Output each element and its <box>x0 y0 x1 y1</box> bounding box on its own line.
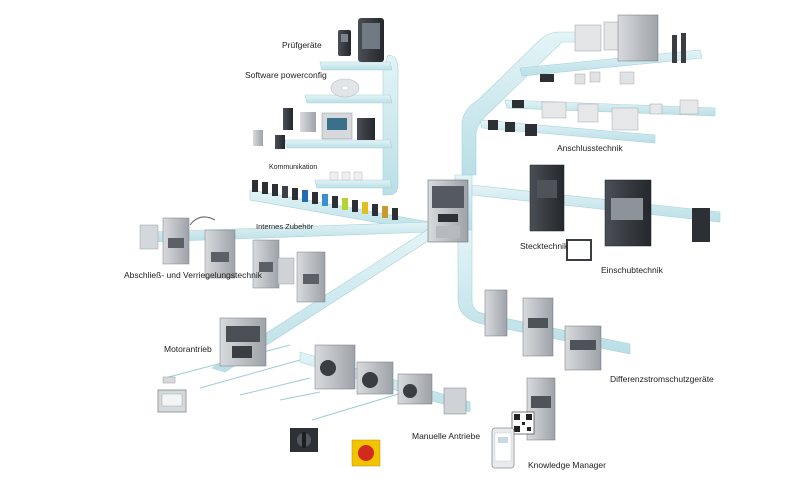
label-stecktechnik: Stecktechnik <box>520 241 569 251</box>
motorantrieb-device[interactable] <box>219 317 267 367</box>
label-manuelle-antriebe: Manuelle Antriebe <box>412 431 481 441</box>
rail-right-horizontal <box>471 184 721 223</box>
label-internes-zubehoer: Internes Zubehör <box>256 222 314 231</box>
rail-shelf-software <box>304 94 393 104</box>
label-differenzstrom: Differenzstromschutzgeräte <box>610 374 714 384</box>
smartphone-icon[interactable] <box>491 427 515 469</box>
label-abschliess: Abschließ- und Verriegelungstechnik <box>124 270 262 280</box>
kommunikation-modules[interactable] <box>253 108 375 181</box>
qr-code <box>511 411 535 435</box>
rail-left-vertical <box>382 54 399 196</box>
label-pruefgeraete: Prüfgeräte <box>282 40 322 50</box>
right-end-plate <box>692 208 710 242</box>
pruefgeraete-devices[interactable] <box>338 18 384 62</box>
differenzstrom-devices[interactable] <box>484 289 602 371</box>
label-software: Software powerconfig <box>245 70 327 80</box>
central-circuit-breaker[interactable] <box>427 179 469 243</box>
small-terminal <box>162 376 176 384</box>
rail-shelf-kommunikation-bottom <box>314 179 393 189</box>
rotary-handle-black[interactable] <box>290 428 318 452</box>
rail-top-right <box>461 31 601 176</box>
label-knowledge-manager: Knowledge Manager <box>528 460 606 470</box>
wiring-lines <box>164 344 406 421</box>
rail-shelf-kommunikation-top <box>284 139 393 149</box>
rail-shelf-pruefgeraete <box>319 61 393 71</box>
internes-zubehoer-parts[interactable] <box>252 180 398 220</box>
rotary-handle-red-yellow[interactable] <box>351 439 381 467</box>
label-einschubtechnik: Einschubtechnik <box>601 265 663 275</box>
hmi-panel[interactable] <box>157 389 187 413</box>
software-cd[interactable] <box>330 78 360 98</box>
rail-shelf-anschluss-3 <box>479 119 656 144</box>
label-motorantrieb: Motorantrieb <box>164 344 212 354</box>
label-anschlusstechnik: Anschlusstechnik <box>557 143 623 153</box>
abschliess-devices[interactable] <box>139 216 326 303</box>
manuelle-antriebe-devices[interactable] <box>314 344 467 415</box>
einschub-frame <box>566 239 592 261</box>
einschubtechnik-device[interactable] <box>604 179 652 247</box>
anschlusstechnik-parts[interactable] <box>488 14 699 136</box>
label-kommunikation: Kommunikation <box>269 164 318 171</box>
stecktechnik-device[interactable] <box>529 164 565 232</box>
